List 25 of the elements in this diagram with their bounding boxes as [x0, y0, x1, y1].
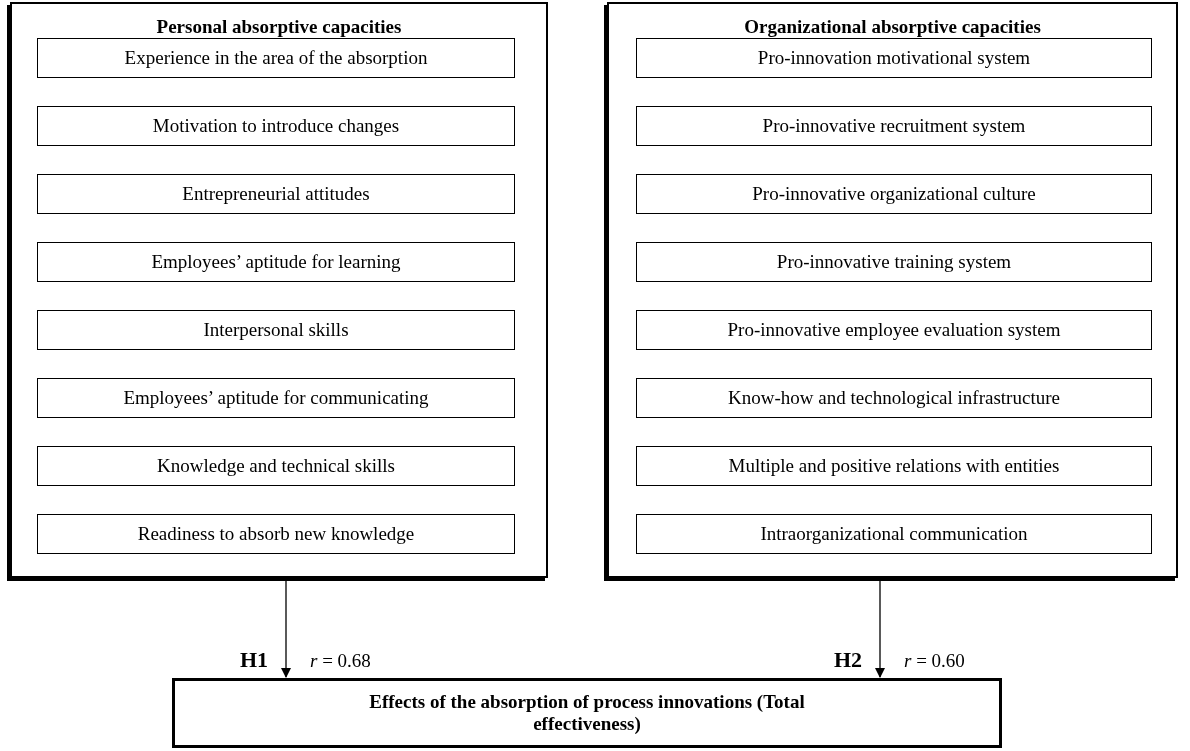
- factor-box: Intraorganizational communication: [636, 514, 1152, 554]
- group-panel: [607, 2, 1178, 578]
- factor-box: Experience in the area of the absorption: [37, 38, 515, 78]
- factor-box: Know-how and technological infrastructure: [636, 378, 1152, 418]
- factor-box: Entrepreneurial attitudes: [37, 174, 515, 214]
- factor-box: Employees’ aptitude for learning: [37, 242, 515, 282]
- factor-box: Employees’ aptitude for communicating: [37, 378, 515, 418]
- factor-box: Pro-innovation motivational system: [636, 38, 1152, 78]
- outcome-box: Effects of the absorption of process innovations (Total effectiveness): [172, 678, 1002, 748]
- panel-heading: Organizational absorptive capacities: [743, 16, 1042, 38]
- factor-box: Interpersonal skills: [37, 310, 515, 350]
- factor-box: Knowledge and technical skills: [37, 446, 515, 486]
- arrow: [875, 578, 885, 678]
- correlation-label: r = 0.60: [904, 650, 965, 672]
- factor-box: Pro-innovative training system: [636, 242, 1152, 282]
- arrow: [281, 578, 291, 678]
- factor-box: Pro-innovative recruitment system: [636, 106, 1152, 146]
- correlation-label: r = 0.68: [310, 650, 371, 672]
- factor-box: Motivation to introduce changes: [37, 106, 515, 146]
- factor-box: Pro-innovative organizational culture: [636, 174, 1152, 214]
- panel-heading: Personal absorptive capacities: [155, 16, 403, 38]
- factor-box: Multiple and positive relations with entities: [636, 446, 1152, 486]
- factor-box: Pro-innovative employee evaluation system: [636, 310, 1152, 350]
- factor-box: Readiness to absorb new knowledge: [37, 514, 515, 554]
- group-panel: [10, 2, 548, 578]
